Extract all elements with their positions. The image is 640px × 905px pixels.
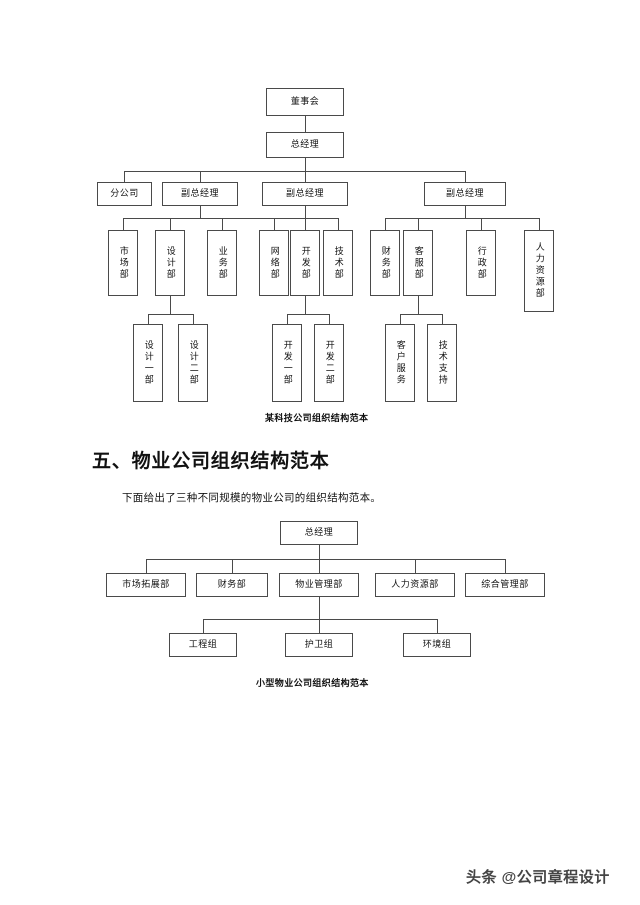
node-customer-service-dept[interactable]: 客服部: [403, 230, 433, 296]
connector-design-d2: [193, 314, 194, 324]
node-property-hr-dept[interactable]: 人力资源部: [375, 573, 455, 597]
connector-vp1-drop: [200, 206, 201, 218]
connector-vp3-admin: [481, 218, 482, 230]
connector-dev-drop: [305, 296, 306, 314]
connector-pbus-hr: [415, 559, 416, 573]
connector-pbus-market: [146, 559, 147, 573]
connector-pbus-general: [505, 559, 506, 573]
connector-service-ts: [442, 314, 443, 324]
node-engineering-group[interactable]: 工程组: [169, 633, 237, 657]
node-board[interactable]: 董事会: [266, 88, 344, 116]
connector-pbus-guard: [319, 619, 320, 633]
connector-service-drop: [418, 296, 419, 314]
node-property-gm[interactable]: 总经理: [280, 521, 358, 545]
node-development-1[interactable]: 开发一部: [272, 324, 302, 402]
node-environment-group[interactable]: 环境组: [403, 633, 471, 657]
node-administration-dept[interactable]: 行政部: [466, 230, 496, 296]
node-technology-dept[interactable]: 技术部: [323, 230, 353, 296]
node-branch[interactable]: 分公司: [97, 182, 152, 206]
node-network-dept[interactable]: 网络部: [259, 230, 289, 296]
connector-vp3-bus: [385, 218, 539, 219]
node-customer-service[interactable]: 客户服务: [385, 324, 415, 402]
node-development-dept[interactable]: 开发部: [290, 230, 320, 296]
connector-vp2-drop: [305, 206, 306, 218]
node-design-1[interactable]: 设计一部: [133, 324, 163, 402]
node-gm[interactable]: 总经理: [266, 132, 344, 158]
connector-vp3-finance: [385, 218, 386, 230]
node-design-dept[interactable]: 设计部: [155, 230, 185, 296]
connector-gm-bus: [124, 171, 465, 172]
connector-vp1-bus: [123, 218, 278, 219]
connector-pgm-drop: [319, 545, 320, 559]
connector-board-gm: [305, 116, 306, 132]
connector-dev-bus: [287, 314, 329, 315]
connector-dev-d2: [329, 314, 330, 324]
connector-vp3-hr: [539, 218, 540, 230]
connector-bus-vp1: [200, 171, 201, 182]
connector-gm-drop: [305, 158, 306, 171]
watermark-attribution: 头条 @公司章程设计: [466, 869, 610, 886]
node-general-management-dept[interactable]: 综合管理部: [465, 573, 545, 597]
connector-property-bus: [203, 619, 437, 620]
chart2-caption: 小型物业公司组织结构范本: [256, 678, 369, 688]
connector-vp1-design: [170, 218, 171, 230]
node-business-dept[interactable]: 业务部: [207, 230, 237, 296]
connector-pbus-env: [437, 619, 438, 633]
node-vp1[interactable]: 副总经理: [162, 182, 238, 206]
node-vp3[interactable]: 副总经理: [424, 182, 506, 206]
connector-design-d1: [148, 314, 149, 324]
node-market-development-dept[interactable]: 市场拓展部: [106, 573, 186, 597]
node-property-management-dept[interactable]: 物业管理部: [279, 573, 359, 597]
connector-vp2-network: [274, 218, 275, 230]
node-guard-group[interactable]: 护卫组: [285, 633, 353, 657]
connector-pbus-property: [319, 559, 320, 573]
connector-dev-d1: [287, 314, 288, 324]
section-heading: 五、物业公司组织结构范本: [92, 451, 330, 472]
connector-pgm-bus: [146, 559, 505, 560]
connector-vp2-bus: [274, 218, 338, 219]
connector-vp3-drop: [465, 206, 466, 218]
section-paragraph: 下面给出了三种不同规模的物业公司的组织结构范本。: [122, 493, 382, 504]
connector-design-drop: [170, 296, 171, 314]
node-vp2[interactable]: 副总经理: [262, 182, 348, 206]
chart1-caption: 某科技公司组织结构范本: [265, 413, 369, 423]
connector-design-bus: [148, 314, 193, 315]
node-development-2[interactable]: 开发二部: [314, 324, 344, 402]
node-property-finance-dept[interactable]: 财务部: [196, 573, 268, 597]
node-finance-dept[interactable]: 财务部: [370, 230, 400, 296]
connector-bus-vp2: [305, 171, 306, 182]
connector-bus-branch: [124, 171, 125, 182]
connector-vp2-tech: [338, 218, 339, 230]
connector-pbus-finance: [232, 559, 233, 573]
node-human-resources-dept[interactable]: 人力资源部: [524, 230, 554, 312]
connector-vp1-business: [222, 218, 223, 230]
connector-vp2-dev: [305, 218, 306, 230]
connector-service-cs: [400, 314, 401, 324]
connector-pbus-eng: [203, 619, 204, 633]
connector-bus-vp3: [465, 171, 466, 182]
connector-vp1-market: [123, 218, 124, 230]
connector-property-drop: [319, 597, 320, 619]
node-technical-support[interactable]: 技术支持: [427, 324, 457, 402]
node-design-2[interactable]: 设计二部: [178, 324, 208, 402]
connector-vp3-service: [418, 218, 419, 230]
node-market-dept[interactable]: 市场部: [108, 230, 138, 296]
connector-service-bus: [400, 314, 442, 315]
